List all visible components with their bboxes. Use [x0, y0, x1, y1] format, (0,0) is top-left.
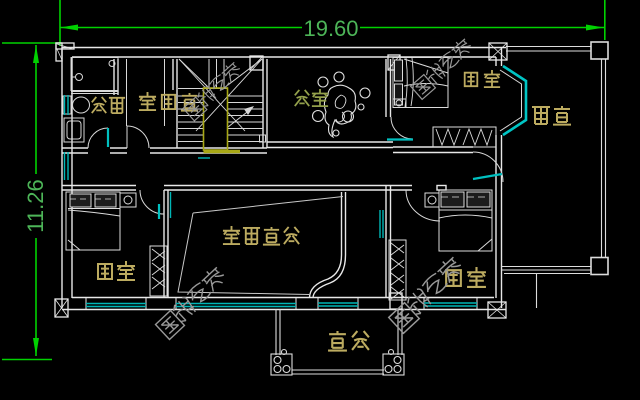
svg-text:11.26: 11.26: [23, 179, 48, 232]
svg-text:19.60: 19.60: [303, 16, 358, 41]
